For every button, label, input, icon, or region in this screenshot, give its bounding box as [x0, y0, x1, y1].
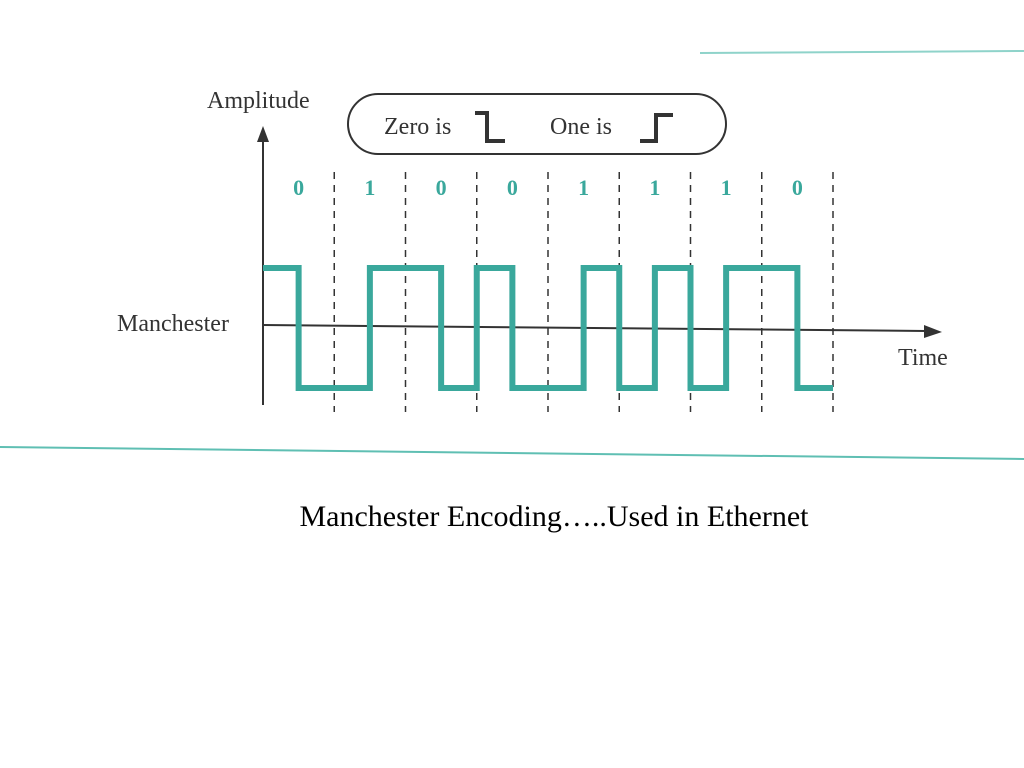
x-axis-arrowhead	[924, 325, 942, 338]
bit-label: 1	[721, 175, 732, 200]
low-to-high-transition-icon	[640, 113, 673, 143]
x-axis-label: Time	[898, 345, 948, 371]
bit-label: 1	[364, 175, 375, 200]
y-axis-label: Amplitude	[207, 88, 310, 114]
x-axis	[262, 324, 927, 332]
bit-label: 0	[507, 175, 518, 200]
y-axis-arrowhead	[257, 126, 269, 142]
manchester-waveform	[263, 265, 833, 391]
bit-labels: 0 1 0 0 1 1 1 0	[293, 175, 803, 200]
top-accent-line	[699, 50, 1024, 54]
bit-label: 1	[649, 175, 660, 200]
slide-caption: Manchester Encoding…..Used in Ethernet	[299, 500, 809, 533]
high-to-low-transition-icon	[475, 111, 505, 143]
legend: Zero is One is	[347, 93, 727, 155]
bit-label: 0	[436, 175, 447, 200]
bit-label: 1	[578, 175, 589, 200]
signal-label: Manchester	[117, 311, 229, 337]
bottom-accent-line	[0, 446, 1024, 460]
legend-frame	[347, 93, 727, 155]
legend-one-label: One is	[550, 114, 612, 140]
bit-label: 0	[792, 175, 803, 200]
legend-zero-label: Zero is	[384, 114, 451, 140]
manchester-diagram: Amplitude Time Manchester Zero is One is…	[0, 50, 1024, 460]
bit-label: 0	[293, 175, 304, 200]
